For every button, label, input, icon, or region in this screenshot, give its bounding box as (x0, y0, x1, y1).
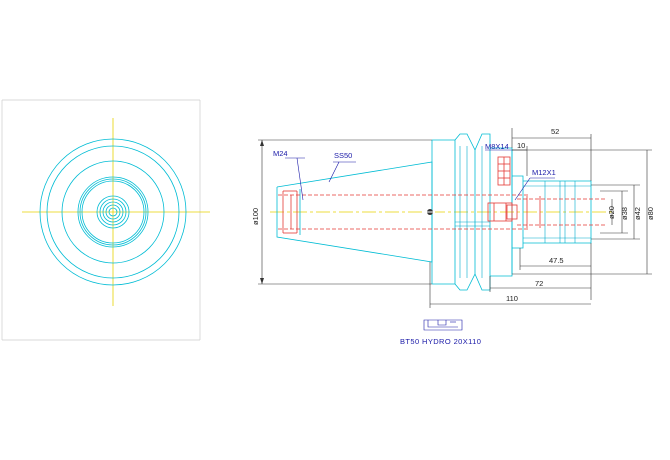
label-thread-rear: M12X1 (532, 168, 556, 177)
dim-d80: ø80 (646, 207, 655, 220)
dim-d100: ø100 (251, 208, 260, 225)
drawing-caption: BT50 HYDRO 20X110 (400, 337, 481, 346)
dim-d38: ø38 (620, 207, 629, 220)
label-thread-front: M24 (273, 149, 288, 158)
dim-110: 110 (506, 294, 518, 303)
frame-lines (1, 99, 201, 341)
dim-d20: ø20 (607, 206, 616, 219)
dimension-lines (258, 128, 652, 308)
dim-72: 72 (535, 279, 543, 288)
label-taper: SS50 (334, 151, 352, 160)
dim-52: 52 (551, 127, 559, 136)
company-logo (423, 319, 463, 331)
dim-10: 10 (517, 141, 525, 150)
label-screw: M8X14 (485, 142, 509, 151)
dim-47-5: 47.5 (549, 256, 564, 265)
end-view (22, 118, 210, 306)
dim-d42: ø42 (633, 207, 642, 220)
side-view (270, 133, 612, 291)
